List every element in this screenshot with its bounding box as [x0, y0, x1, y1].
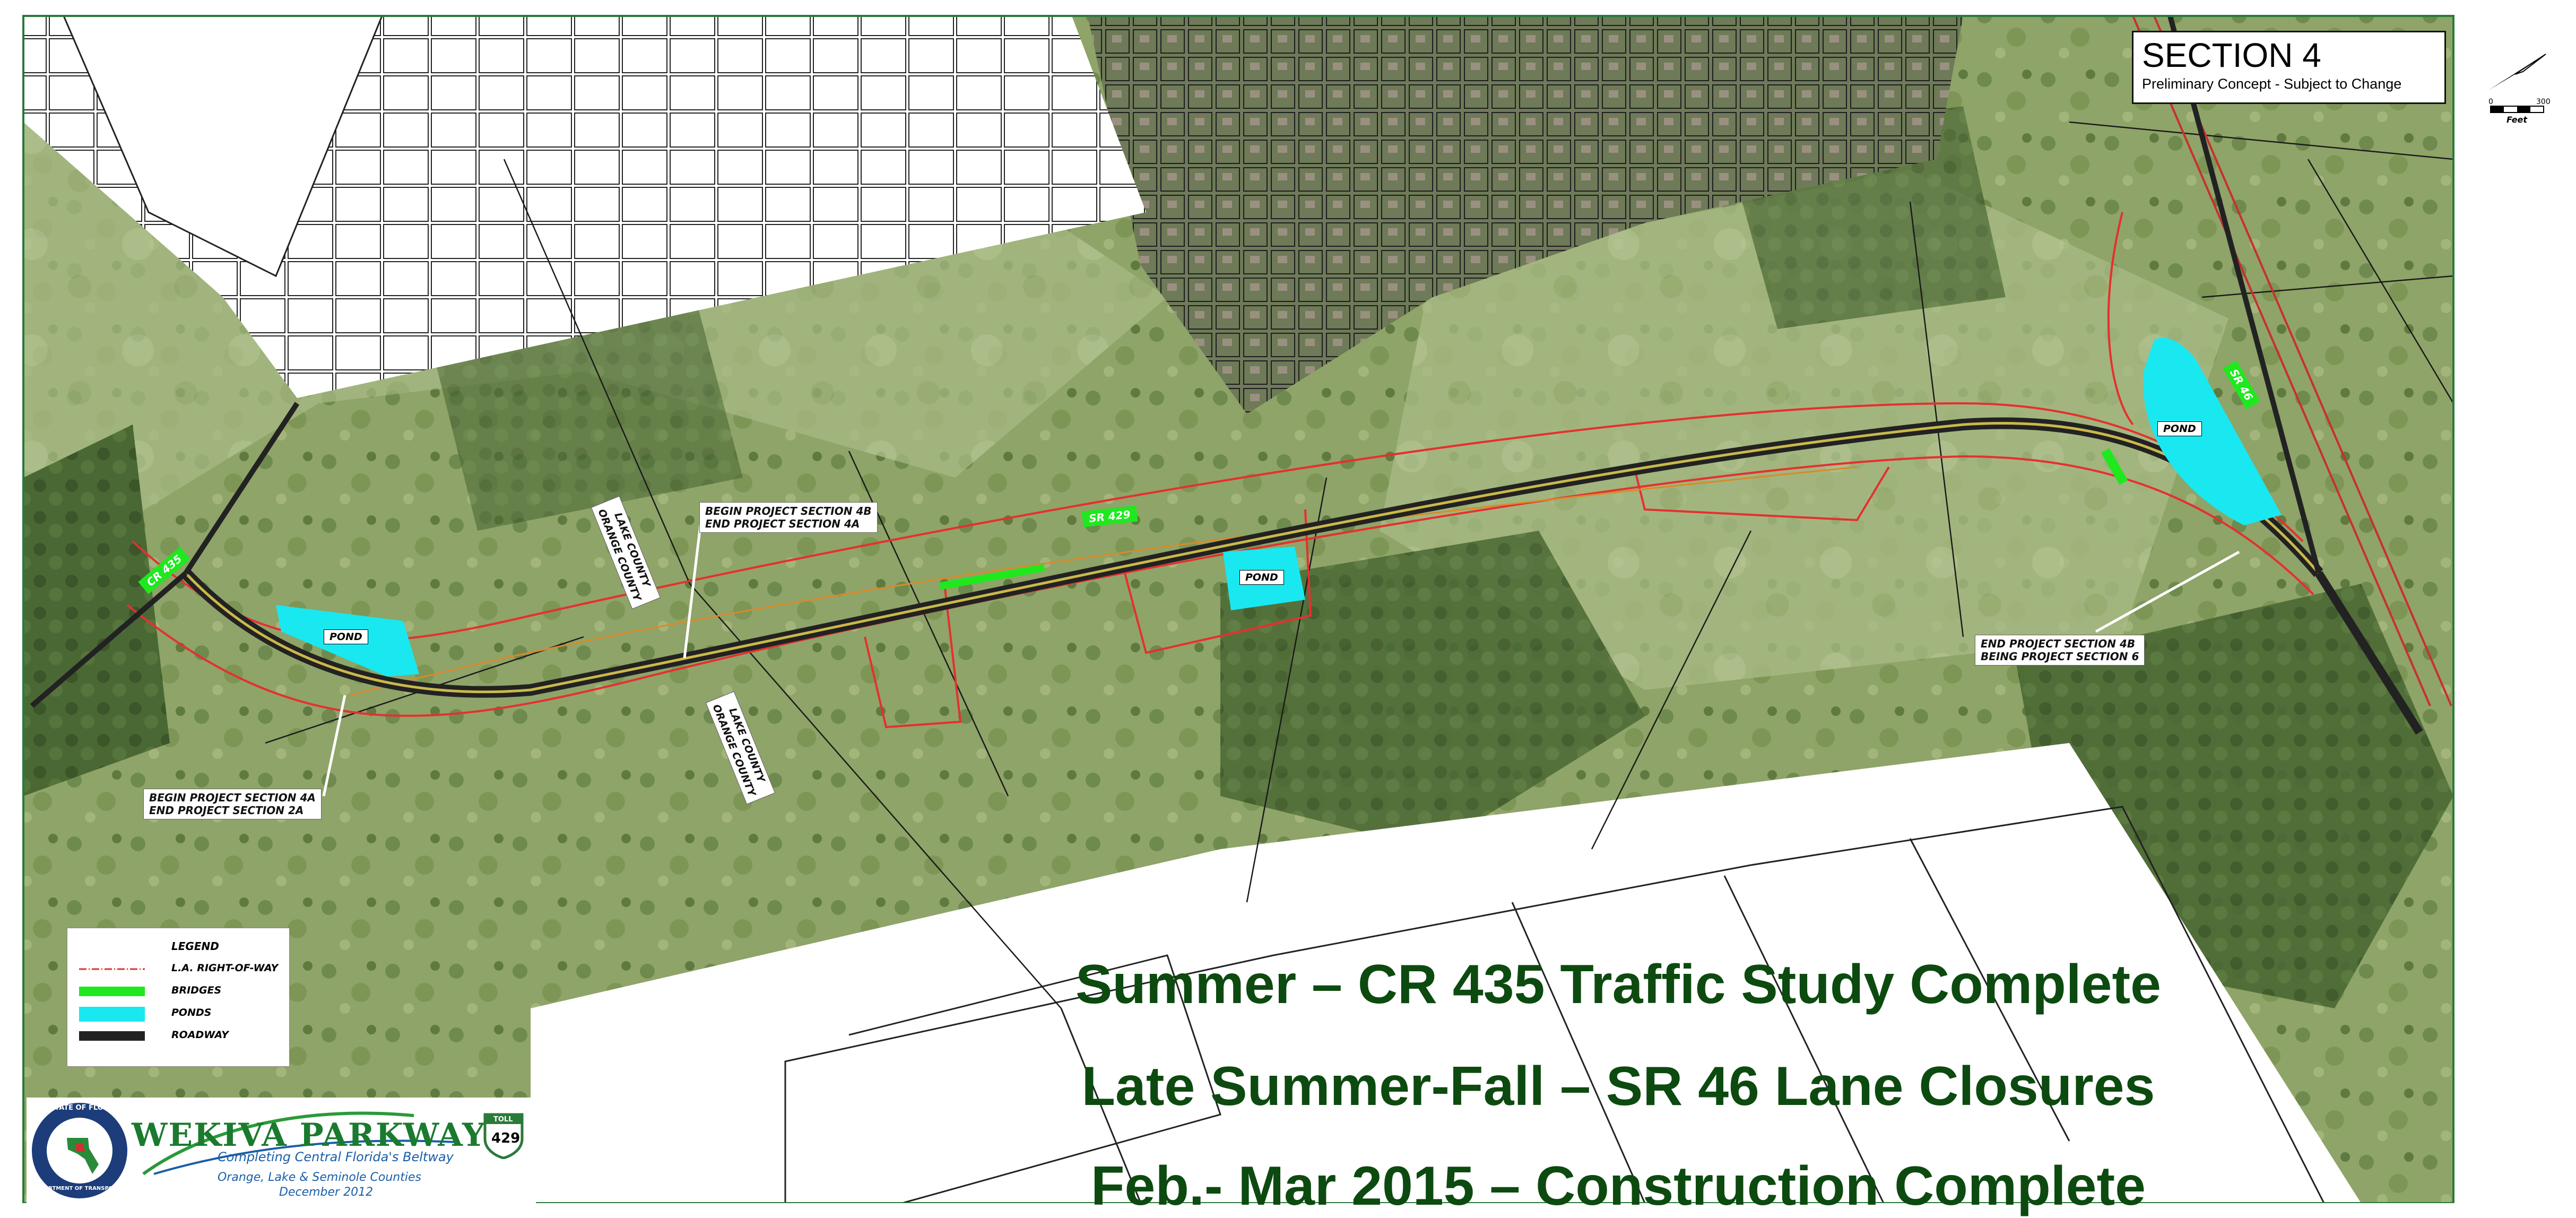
wekiva-tagline: Completing Central Florida's Beltway [218, 1150, 454, 1164]
north-arrow-icon [2488, 53, 2547, 113]
parkway-swoosh-icon [142, 1111, 457, 1176]
roadway-swatch [79, 1031, 145, 1041]
section-title-box: SECTION 4 Preliminary Concept - Subject … [2132, 31, 2446, 104]
scale-min: 0 [2488, 98, 2493, 106]
toll-route-number: 429 [491, 1130, 521, 1146]
ponds-swatch [79, 1007, 145, 1022]
seal-top-text: STATE OF FLORIDA [50, 1104, 123, 1112]
legend-label: ROADWAY [171, 1029, 229, 1041]
section-subtitle: Preliminary Concept - Subject to Change [2142, 76, 2402, 92]
pond-label-1: POND [324, 629, 368, 644]
wekiva-parkway-logo: STATE OF FLORIDA DEPARTMENT OF TRANSPORT… [27, 1098, 536, 1203]
seal-bottom-text: DEPARTMENT OF TRANSPORTATION [33, 1186, 138, 1191]
section-title: SECTION 4 [2142, 36, 2321, 74]
legend-label: L.A. RIGHT-OF-WAY [171, 962, 279, 974]
scale-max: 300 [2536, 98, 2551, 106]
legend-title: LEGEND [171, 940, 219, 953]
legend-item-bridges: BRIDGES [79, 983, 286, 999]
bridges-swatch [79, 987, 145, 996]
legend-label: BRIDGES [171, 984, 222, 996]
headline-traffic-study: Summer – CR 435 Traffic Study Complete [1075, 954, 2161, 1015]
toll-shield-icon [483, 1113, 524, 1160]
north-arrow-scale: 0 300 Feet [2483, 42, 2557, 133]
map-legend: LEGEND L.A. RIGHT-OF-WAY BRIDGES PONDS R… [67, 928, 290, 1067]
wekiva-date: December 2012 [279, 1186, 374, 1199]
legend-item-roadway: ROADWAY [79, 1028, 286, 1044]
legend-item-ponds: PONDS [79, 1006, 286, 1022]
fdot-seal-icon [32, 1103, 127, 1198]
pond-label-3: POND [2157, 421, 2202, 436]
headline-lane-closures: Late Summer-Fall – SR 46 Lane Closures [1081, 1056, 2155, 1117]
legend-item-right-of-way: L.A. RIGHT-OF-WAY [79, 961, 286, 977]
legend-label: PONDS [171, 1007, 212, 1018]
headline-construction-complete: Feb.- Mar 2015 – Construction Complete [1091, 1155, 2146, 1217]
pond-label-2: POND [1239, 570, 1284, 585]
wekiva-counties: Orange, Lake & Seminole Counties [218, 1171, 421, 1184]
scale-unit: Feet [2506, 115, 2528, 125]
right-of-way-swatch [79, 968, 145, 970]
toll-429-shield: TOLL 429 [482, 1110, 525, 1160]
wekiva-parkway-wordmark: WEKIVA PARKWAY [132, 1117, 486, 1154]
toll-label: TOLL [493, 1116, 513, 1124]
